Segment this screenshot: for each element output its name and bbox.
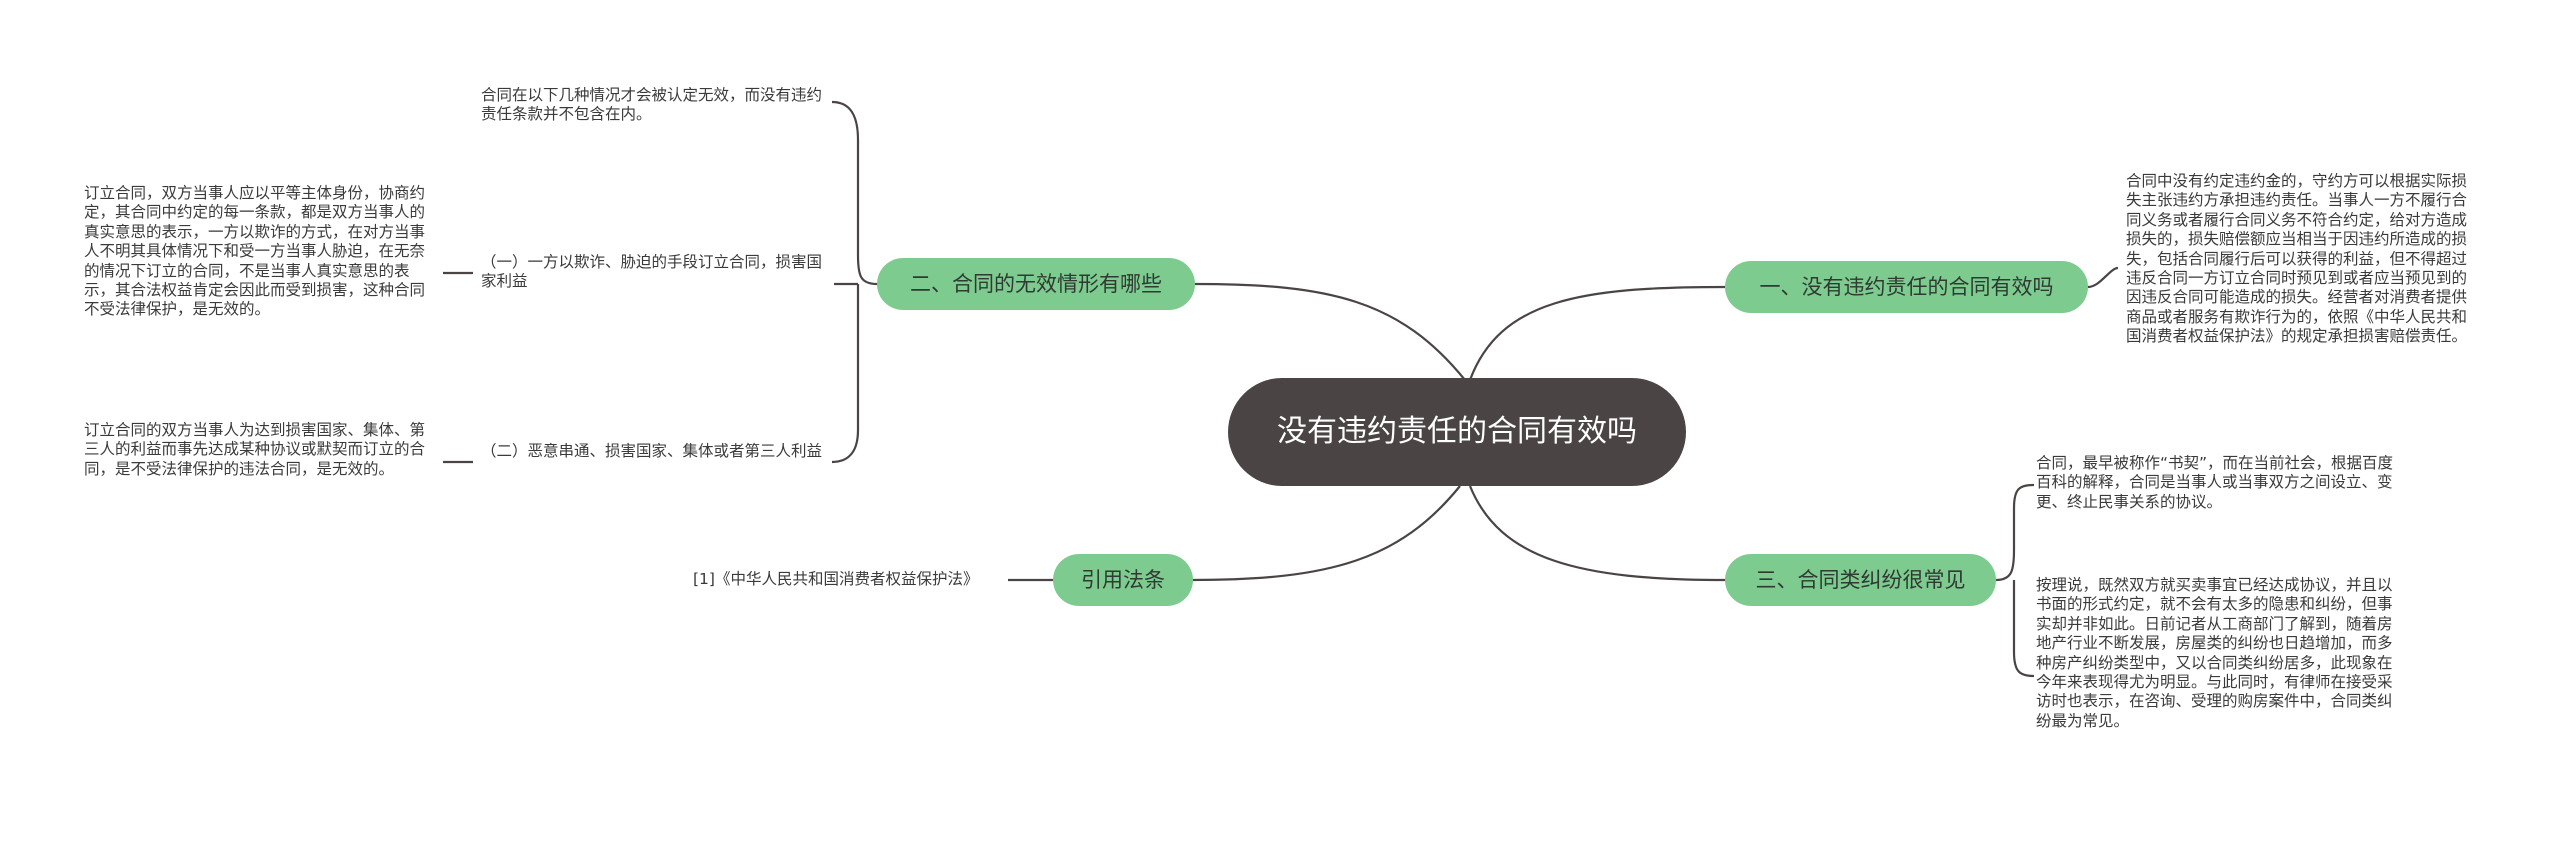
connector-b2-bracket [831,100,878,464]
branch-2-item-1: （一）一方以欺诈、胁迫的手段订立合同，损害国家利益 [481,253,823,291]
branch-3-text-1: 合同，最早被称作“书契”，而在当前社会，根据百度百科的解释，合同是当事人或当事双… [2036,454,2394,511]
branch-1-label: 一、没有违约责任的合同有效吗 [1759,275,2054,299]
root-topic-label: 没有违约责任的合同有效吗 [1277,414,1637,449]
branch-2-intro: 合同在以下几种情况才会被认定无效，而没有违约责任条款并不包含在内。 [481,86,823,124]
branch-3-node[interactable]: 三、合同类纠纷很常见 [1725,554,1996,606]
branch-2-node[interactable]: 二、合同的无效情形有哪些 [877,258,1195,310]
branch-4-node[interactable]: 引用法条 [1053,554,1193,606]
branch-1-node[interactable]: 一、没有违约责任的合同有效吗 [1725,261,2088,313]
branch-2-item-2: （二）恶意串通、损害国家、集体或者第三人利益 [481,442,823,460]
connector-root-b4 [1192,485,1461,582]
connector-b1-text [2087,266,2119,289]
connector-root-b2 [1194,282,1466,381]
root-topic[interactable]: 没有违约责任的合同有效吗 [1228,378,1686,486]
branch-2-item-1-detail: 订立合同，双方当事人应以平等主体身份，协商约定，其合同中约定的每一条款，都是双方… [84,184,426,319]
branch-3-label: 三、合同类纠纷很常见 [1755,568,1966,592]
connector-b3-bracket [1995,483,2035,678]
branch-4-label: 引用法条 [1081,568,1165,592]
branch-3-text-2: 按理说，既然双方就买卖事宜已经达成协议，并且以书面的形式约定，就不会有太多的隐患… [2036,576,2393,730]
connector-root-b1 [1468,285,1726,381]
connector-root-b3 [1468,485,1726,582]
branch-2-item-2-detail: 订立合同的双方当事人为达到损害国家、集体、第三人的利益而事先达成某种协议或默契而… [84,421,426,478]
branch-1-text: 合同中没有约定违约金的，守约方可以根据实际损失主张违约方承担违约责任。当事人一方… [2126,172,2468,346]
branch-4-text: [1]《中华人民共和国消费者权益保护法》 [693,570,979,588]
branch-2-label: 二、合同的无效情形有哪些 [910,272,1162,296]
